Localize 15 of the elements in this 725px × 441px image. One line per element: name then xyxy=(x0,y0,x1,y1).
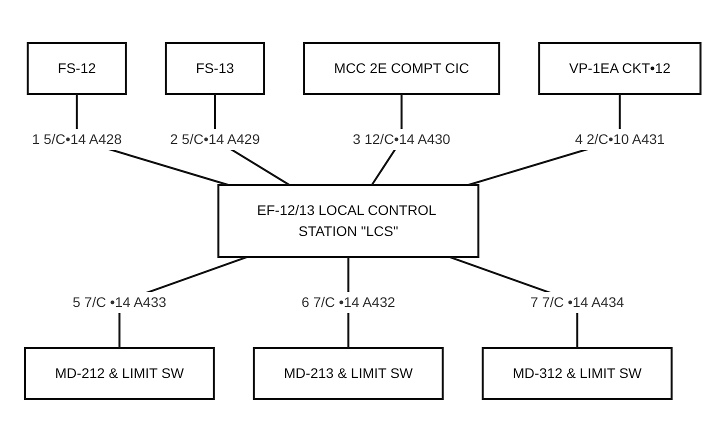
node-box: EF-12/13 LOCAL CONTROL STATION "LCS" xyxy=(217,184,480,258)
edge-label: 3 12/C•14 A430 xyxy=(352,130,450,146)
edge-label: 2 5/C•14 A429 xyxy=(170,130,260,146)
edge-label: 4 2/C•10 A431 xyxy=(574,130,664,146)
edge-label: 1 5/C•14 A428 xyxy=(32,130,122,146)
edge-label: 7 7/C •14 A434 xyxy=(530,293,624,310)
node-box: FS-13 xyxy=(164,42,265,94)
node-box: MCC 2E COMPT CIC xyxy=(302,42,500,94)
edge-label: 5 7/C •14 A433 xyxy=(72,293,166,310)
node-box: VP-1EA CKT•12 xyxy=(538,42,702,94)
node-box: FS-12 xyxy=(26,42,127,94)
node-box: MD-212 & LIMIT SW xyxy=(24,346,215,400)
node-box: MD-312 & LIMIT SW xyxy=(482,346,672,400)
node-box: MD-213 & LIMIT SW xyxy=(252,346,444,400)
edge-label: 6 7/C •14 A432 xyxy=(301,293,395,310)
